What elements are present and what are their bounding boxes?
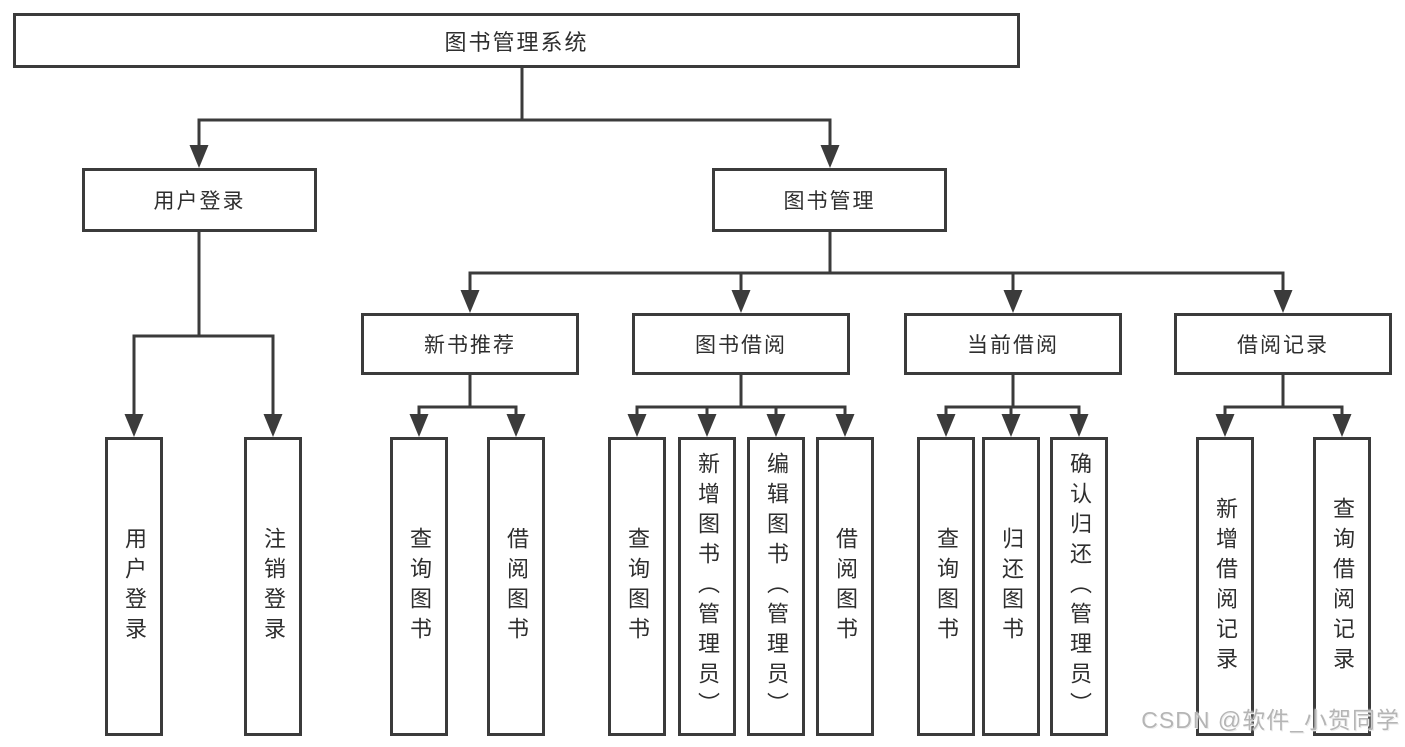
leaf-user-login: 用户登录 [105, 437, 163, 736]
leaf-records-query-record: 查询借阅记录 [1313, 437, 1371, 736]
leaf-current-query-books: 查询图书 [917, 437, 975, 736]
node-current-borrowing: 当前借阅 [904, 313, 1122, 375]
csdn-watermark: CSDN @软件_小贺同学 [1141, 707, 1400, 733]
node-borrowing-records: 借阅记录 [1174, 313, 1392, 375]
node-book-borrowing: 图书借阅 [632, 313, 850, 375]
leaf-logout: 注销登录 [244, 437, 302, 736]
leaf-records-add-record: 新增借阅记录 [1196, 437, 1254, 736]
node-new-book-recommend: 新书推荐 [361, 313, 579, 375]
leaf-recommend-query-books: 查询图书 [390, 437, 448, 736]
node-book-management: 图书管理 [712, 168, 947, 232]
leaf-current-return-books: 归还图书 [982, 437, 1040, 736]
node-user-login: 用户登录 [82, 168, 317, 232]
leaf-current-confirm-return-admin: 确认归还（管理员） [1050, 437, 1108, 736]
node-root: 图书管理系统 [13, 13, 1020, 68]
leaf-borrow-add-books-admin: 新增图书（管理员） [678, 437, 736, 736]
leaf-borrow-borrow-books: 借阅图书 [816, 437, 874, 736]
leaf-recommend-borrow-books: 借阅图书 [487, 437, 545, 736]
leaf-borrow-edit-books-admin: 编辑图书（管理员） [747, 437, 805, 736]
leaf-borrow-query-books: 查询图书 [608, 437, 666, 736]
